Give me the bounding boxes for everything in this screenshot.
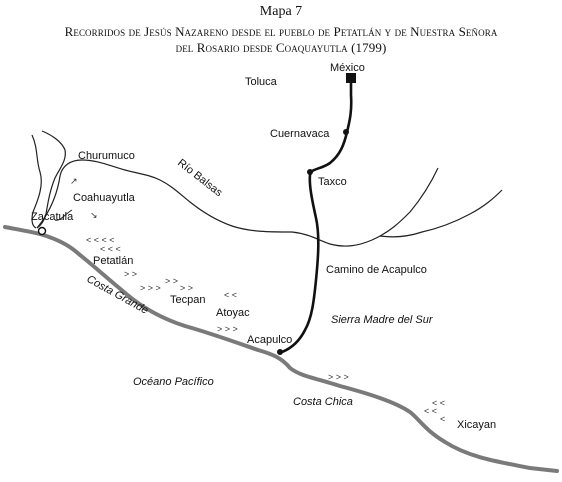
label-rio-balsas: Río Balsas — [175, 157, 225, 200]
route-marker-a1: ↗ — [70, 176, 78, 186]
label-tecpan: Tecpan — [170, 294, 205, 306]
label-toluca: Toluca — [245, 76, 278, 88]
map-title-line-1: Recorridos de Jesús Nazareno desde el pu… — [64, 24, 498, 39]
route-marker-d2: > > — [180, 283, 193, 293]
zacatula-marker — [37, 226, 47, 236]
route-marker-c2: > > > — [140, 283, 161, 293]
route-marker-a2: ↘ — [90, 210, 98, 220]
coastline — [3, 225, 559, 473]
label-cuernavaca: Cuernavaca — [270, 128, 330, 140]
map-title: Recorridos de Jesús Nazareno desde el pu… — [0, 24, 562, 56]
route-marker-f1: < < — [432, 398, 445, 408]
label-costa-chica: Costa Chica — [293, 396, 353, 408]
label-sierra-madre-del-sur: Sierra Madre del Sur — [331, 314, 434, 326]
route-marker-c1: > > — [124, 269, 137, 279]
rio-balsas-river — [36, 159, 439, 247]
route-marker-f2: < < — [424, 406, 437, 416]
map-title-line-2: del Rosario desde Coaquayutla (1799) — [175, 40, 387, 55]
label-camino-de-acapulco: Camino de Acapulco — [326, 264, 427, 276]
acapulco-marker — [277, 349, 283, 355]
label-oceano-pacifico: Océano Pacífico — [133, 376, 214, 388]
label-petatlan: Petatlán — [93, 255, 133, 267]
map-number: Mapa 7 — [259, 4, 303, 19]
label-costa-grande: Costa Grande — [85, 273, 151, 317]
route-marker-b1: < < < < — [86, 235, 115, 245]
route-marker-d1: > > — [165, 276, 178, 286]
label-mexico: México — [330, 62, 365, 74]
river-west-branch — [31, 134, 42, 229]
cuernavaca-marker — [343, 129, 349, 135]
label-taxco: Taxco — [318, 176, 347, 188]
taxco-marker — [307, 169, 313, 175]
label-xicayan: Xicayan — [457, 419, 496, 431]
route-marker-e1: < < — [224, 290, 237, 300]
label-acapulco: Acapulco — [247, 334, 292, 346]
route-marker-cc: > > > — [328, 372, 349, 382]
river-east-tributary — [379, 189, 503, 238]
route-marker-f3: < — [440, 414, 445, 424]
label-churumuco: Churumuco — [78, 150, 135, 162]
river-southwest-tributary — [54, 209, 73, 221]
route-marker-b2: < < < — [100, 244, 121, 254]
camino-de-acapulco-road — [280, 78, 353, 354]
label-coahuayutla: Coahuayutla — [73, 192, 136, 204]
river-north-branch — [36, 130, 66, 229]
route-marker-e2: > > > — [217, 324, 238, 334]
label-atoyac: Atoyac — [216, 307, 250, 319]
label-zacatula: Zacatula — [31, 211, 74, 223]
mexico-city-marker — [346, 73, 356, 83]
